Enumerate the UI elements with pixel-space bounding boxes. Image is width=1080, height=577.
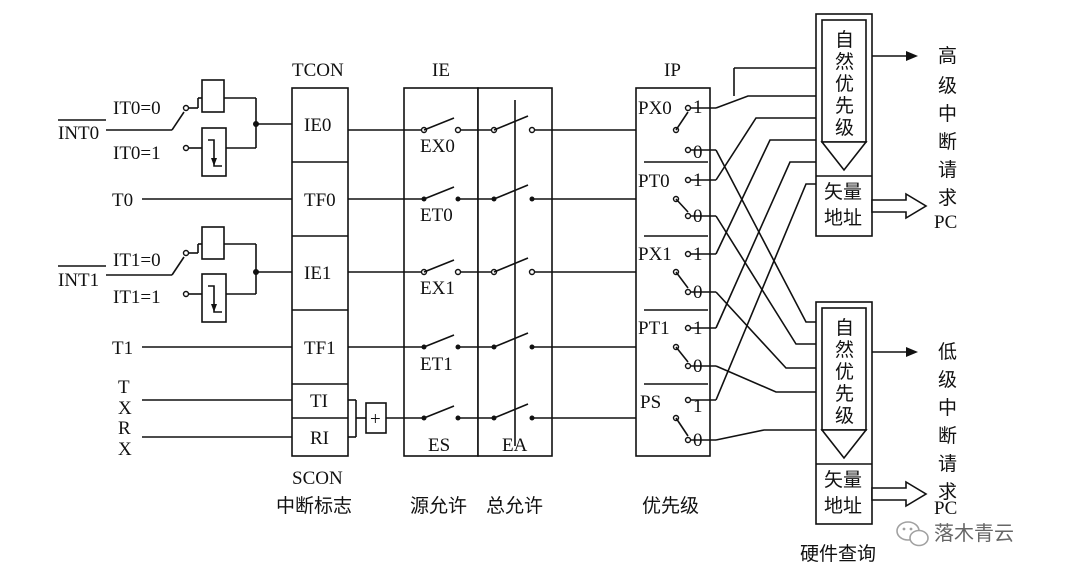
- ie-title: IE: [432, 60, 450, 81]
- ip-pt1-one: 1: [693, 318, 703, 339]
- low-label-4: 请: [938, 453, 957, 475]
- t1-label: T1: [112, 338, 133, 359]
- priority-cross-wiring: [715, 67, 816, 441]
- low-label-0: 低: [938, 341, 957, 363]
- high-vector-1: 地址: [824, 207, 862, 229]
- low-label-5: 求: [938, 481, 957, 503]
- it0-0-label: IT0=0: [113, 98, 161, 119]
- high-label-1: 级: [938, 75, 957, 97]
- low-natural-2: 优: [835, 361, 854, 383]
- it0-1-label: IT0=1: [113, 143, 161, 164]
- tcon-block: [291, 87, 349, 457]
- ie-caption-source: 源允许: [410, 495, 467, 517]
- low-label-1: 级: [938, 369, 957, 391]
- ie-es: ES: [428, 435, 450, 456]
- low-natural-1: 然: [835, 339, 854, 361]
- ie-et0: ET0: [420, 205, 453, 226]
- ip-pt0-one: 1: [693, 170, 703, 191]
- low-natural-3: 先: [835, 383, 854, 405]
- or-symbol: +: [370, 409, 381, 430]
- it1-0-label: IT1=0: [113, 250, 161, 271]
- ip-px1-one: 1: [693, 244, 703, 265]
- high-label-5: 求: [938, 187, 957, 209]
- hardware-query-caption: 硬件查询: [800, 543, 876, 565]
- tcon-caption: 中断标志: [276, 495, 352, 517]
- tcon-tf1: TF1: [304, 338, 336, 359]
- ie-ea: EA: [502, 435, 528, 456]
- ie-et1: ET1: [420, 354, 453, 375]
- t0-label: T0: [112, 190, 133, 211]
- rx-label-r: R: [118, 418, 131, 439]
- ip-caption: 优先级: [642, 495, 699, 517]
- it1-1-label: IT1=1: [113, 287, 161, 308]
- high-natural-2: 优: [835, 73, 854, 95]
- high-label-3: 断: [938, 131, 957, 153]
- ip-px0-zero: 0: [693, 142, 703, 163]
- ip-ps: PS: [640, 392, 661, 413]
- high-priority-unit: [815, 13, 928, 237]
- scon-title: SCON: [292, 468, 343, 489]
- low-natural-0: 自: [835, 317, 854, 339]
- high-label-4: 请: [938, 159, 957, 181]
- int1-label: INT1: [58, 270, 99, 291]
- ip-px1-zero: 0: [693, 282, 703, 303]
- high-label-2: 中: [938, 103, 957, 125]
- ie-ex1: EX1: [420, 278, 455, 299]
- low-natural-4: 级: [835, 405, 854, 427]
- ti-ri-or-gate: [348, 399, 387, 438]
- ie-caption-total: 总允许: [486, 495, 543, 517]
- ip-ps-one: 1: [693, 396, 703, 417]
- ie-ex0: EX0: [420, 136, 455, 157]
- ip-pt1-zero: 0: [693, 356, 703, 377]
- ip-px0: PX0: [638, 98, 672, 119]
- ip-pt0: PT0: [638, 171, 670, 192]
- rx-label-x: X: [118, 439, 132, 460]
- ip-pt0-zero: 0: [693, 206, 703, 227]
- high-natural-4: 级: [835, 117, 854, 139]
- int0-trigger-circuit: [106, 79, 292, 177]
- int1-trigger-circuit: [106, 226, 292, 323]
- low-label-2: 中: [938, 397, 957, 419]
- low-vector-1: 地址: [824, 495, 862, 517]
- ip-px1: PX1: [638, 244, 672, 265]
- high-natural-0: 自: [835, 29, 854, 51]
- high-natural-1: 然: [835, 51, 854, 73]
- ip-title: IP: [664, 60, 681, 81]
- tx-label-t: T: [118, 377, 130, 398]
- tcon-tf0: TF0: [304, 190, 336, 211]
- low-vector-0: 矢量: [824, 469, 862, 491]
- high-pc: PC: [934, 212, 957, 233]
- ip-ps-zero: 0: [693, 430, 703, 451]
- low-label-3: 断: [938, 425, 957, 447]
- tx-label-x: X: [118, 398, 132, 419]
- scon-ri: RI: [310, 428, 329, 449]
- tcon-title: TCON: [292, 60, 344, 81]
- high-natural-3: 先: [835, 95, 854, 117]
- high-label-0: 高: [938, 45, 957, 67]
- low-priority-unit: [815, 301, 928, 525]
- tcon-ie0: IE0: [304, 115, 331, 136]
- high-vector-0: 矢量: [824, 181, 862, 203]
- low-pc: PC: [934, 498, 957, 519]
- watermark-text: 落木青云: [934, 521, 1014, 545]
- int0-label: INT0: [58, 123, 99, 144]
- tcon-ie1: IE1: [304, 263, 331, 284]
- ip-pt1: PT1: [638, 318, 670, 339]
- wechat-icon: [896, 521, 929, 547]
- ip-px0-one: 1: [693, 97, 703, 118]
- scon-ti: TI: [310, 391, 328, 412]
- ip-switches: [644, 104, 716, 444]
